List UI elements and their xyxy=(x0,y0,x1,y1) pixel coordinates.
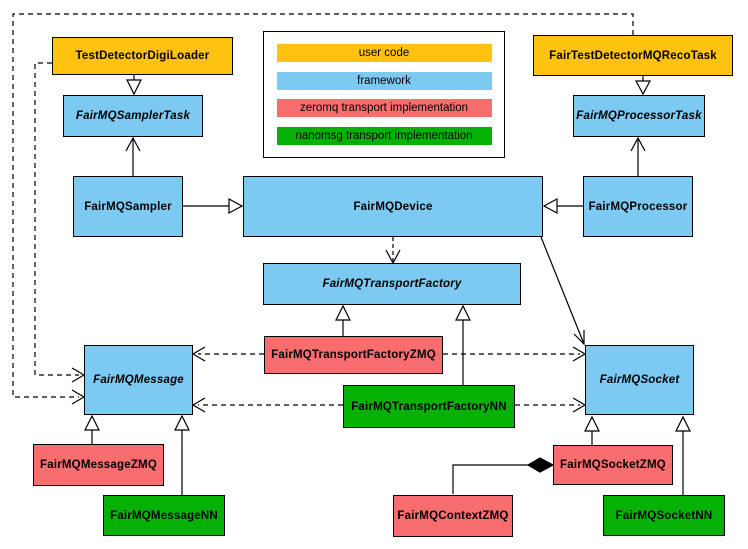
node-label: FairMQProcessorTask xyxy=(576,110,702,122)
legend-label: user code xyxy=(358,46,410,59)
edge-socketzmq-socket xyxy=(584,415,600,445)
legend-swatch-nanomsg: nanomsg transport implementation xyxy=(276,127,492,146)
legend-swatch-framework: framework xyxy=(276,71,492,90)
edge-digiloader-samplertask xyxy=(126,75,142,96)
node-label: FairMQSamplerTask xyxy=(75,110,191,122)
edge-messagezmq-message xyxy=(84,414,100,444)
node-label: FairMQMessageNN xyxy=(110,509,218,522)
node-fairmqmessage: FairMQMessage xyxy=(84,345,193,415)
node-label: FairMQContextZMQ xyxy=(397,510,509,522)
legend-label: nanomsg transport implementation xyxy=(295,130,473,143)
edge-processor-device xyxy=(542,197,583,215)
node-label: FairMQTransportFactory xyxy=(322,278,462,290)
node-label: FairMQMessageZMQ xyxy=(40,459,157,471)
node-fairmqsocketnn: FairMQSocketNN xyxy=(603,495,725,536)
node-fairmqsocketzmq: FairMQSocketZMQ xyxy=(553,445,673,485)
legend-row: framework xyxy=(264,71,504,90)
node-fairmqprocessor: FairMQProcessor xyxy=(583,176,693,237)
legend-label: framework xyxy=(357,74,411,87)
node-testdetectordigiloader: TestDetectorDigiLoader xyxy=(52,37,233,75)
node-fairmqsampler: FairMQSampler xyxy=(73,176,183,237)
edge-messagenn-message xyxy=(174,414,190,495)
legend-swatch-zeromq: zeromq transport implementation xyxy=(276,99,492,118)
node-fairmqtransportfactoryzmq: FairMQTransportFactoryZMQ xyxy=(264,336,443,374)
edge-factoryzmq-message-dashed xyxy=(191,346,264,362)
node-fairmqmessagenn: FairMQMessageNN xyxy=(103,495,225,536)
node-fairmqcontextzmq: FairMQContextZMQ xyxy=(393,495,513,537)
node-label: FairMQSocketNN xyxy=(615,509,713,522)
legend-row: nanomsg transport implementation xyxy=(264,127,504,146)
node-label: FairMQSocket xyxy=(599,374,680,386)
node-label: TestDetectorDigiLoader xyxy=(75,50,210,62)
node-fairmqdevice: FairMQDevice xyxy=(243,176,543,237)
node-label: FairMQTransportFactoryZMQ xyxy=(271,349,436,361)
node-label: FairMQSocketZMQ xyxy=(560,459,666,471)
node-fairtestdetectormqrecotask: FairTestDetectorMQRecoTask xyxy=(533,35,733,76)
edge-sampler-device xyxy=(183,197,244,215)
edge-processor-processortask xyxy=(630,136,646,176)
edge-socketzmq-contextzmq-composition xyxy=(452,457,555,494)
node-fairmqmessagezmq: FairMQMessageZMQ xyxy=(33,444,164,486)
legend: user code framework zeromq transport imp… xyxy=(263,31,505,158)
node-fairmqtransportfactorynn: FairMQTransportFactoryNN xyxy=(343,385,515,428)
edge-socketnn-socket xyxy=(675,415,691,495)
node-fairmqsocket: FairMQSocket xyxy=(585,345,694,415)
node-label: FairMQSampler xyxy=(84,200,172,213)
legend-row: zeromq transport implementation xyxy=(264,99,504,118)
node-fairmqtransportfactory: FairMQTransportFactory xyxy=(263,263,521,305)
edge-factorynn-factory xyxy=(455,304,471,385)
node-label: FairMQProcessor xyxy=(588,200,688,213)
node-label: FairTestDetectorMQRecoTask xyxy=(549,49,717,62)
legend-row: user code xyxy=(264,43,504,62)
edge-factoryzmq-factory xyxy=(335,304,351,336)
legend-label: zeromq transport implementation xyxy=(299,102,469,115)
edge-factoryzmq-socket-dashed xyxy=(443,346,587,362)
edge-factorynn-message-dashed xyxy=(191,397,343,413)
node-label: FairMQDevice xyxy=(353,200,433,213)
node-label: FairMQTransportFactoryNN xyxy=(351,400,507,413)
edge-sampler-samplertask xyxy=(125,136,141,176)
legend-swatch-user-code: user code xyxy=(276,43,492,62)
edge-device-transportfactory-dashed xyxy=(385,237,401,265)
node-fairmqsamplertask: FairMQSamplerTask xyxy=(63,95,203,137)
edge-factorynn-socket-dashed xyxy=(515,397,587,413)
edge-recotask-processortask xyxy=(634,76,652,96)
node-fairmqprocessortask: FairMQProcessorTask xyxy=(573,95,705,137)
node-label: FairMQMessage xyxy=(93,374,184,386)
edge-device-socket xyxy=(540,236,585,346)
